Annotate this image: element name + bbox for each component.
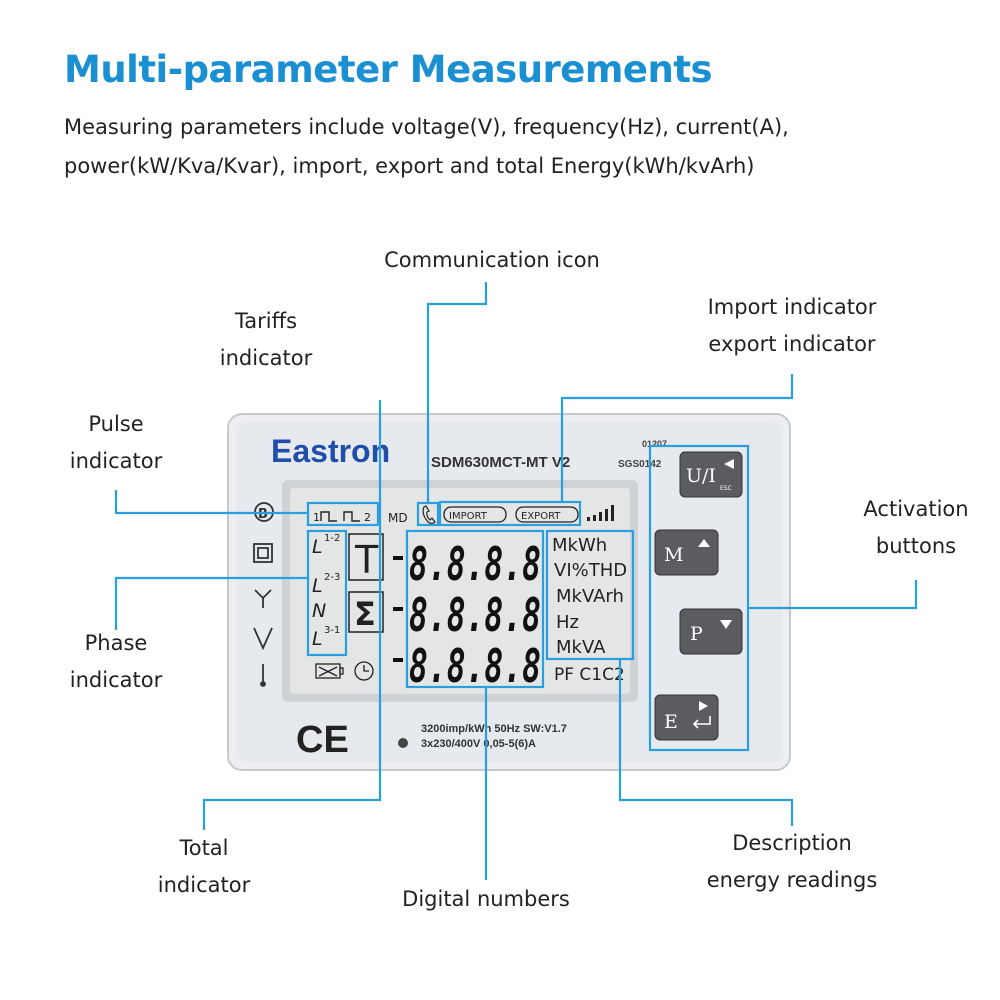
svg-text:B: B [258,507,268,522]
import-export-highlight [438,500,582,527]
pulse-wave-icon [343,511,360,522]
digits-row-2: 8.8.8.8 [409,588,541,642]
unit-labels: MkWh VI%THD MkVArh Hz MkVA PF C1C2 [552,535,627,685]
svg-text:MkWh: MkWh [552,535,607,556]
pulse-line [114,490,308,515]
phase-highlight [306,529,348,657]
svg-text:3-1: 3-1 [324,625,340,636]
p-down-button[interactable]: P [679,608,743,655]
phase-line [114,576,308,630]
callout-communication: Communication icon [384,248,600,272]
svg-text:P: P [690,623,703,645]
svg-text:2-3: 2-3 [324,572,340,583]
code-label: SGS0142 [618,459,662,470]
ce-mark: CE [296,719,349,761]
buttons-line [748,580,918,610]
side-symbols: B [253,502,274,687]
import-label: IMPORT [449,511,488,522]
phone-icon [422,505,436,525]
led-dot-icon [398,738,408,748]
svg-text:L: L [312,536,323,558]
enter-arrow-icon [692,716,711,729]
svg-text:M: M [664,544,683,566]
code-top-label: 01207 [642,439,667,449]
import-tag [443,506,507,523]
svg-text:PF C1C2: PF C1C2 [554,665,625,685]
digits-row-1: 8.8.8.8 [409,537,541,591]
up-arrow-icon [698,539,710,547]
buttons-highlight [648,444,750,752]
callout-lines [114,282,918,880]
pulse-indicator: 1 2 [313,511,371,524]
callout-digital: Digital numbers [402,887,570,911]
down-arrow-icon [720,620,732,629]
export-tag [515,506,579,523]
spec-line-1: 3200imp/kWh 50Hz SW:V1.7 [421,723,567,735]
svg-text:2: 2 [364,511,371,524]
m-up-button[interactable]: M [654,529,719,576]
e-enter-button[interactable]: E [654,694,719,741]
svg-text:ESC: ESC [720,485,732,492]
description-line [618,659,794,826]
md-label: MD [388,511,408,525]
units-highlight [545,529,635,661]
svg-text:L: L [312,628,323,650]
subtitle-line-1: Measuring parameters include voltage(V),… [64,115,789,139]
svg-text:1: 1 [313,511,320,524]
svg-text:1-2: 1-2 [324,533,340,544]
star-connection-icon [254,589,272,608]
svg-text:N: N [312,600,326,622]
signal-bars-icon [587,505,614,521]
total-box [348,591,384,633]
svg-text:MkVArh: MkVArh [556,586,624,607]
svg-text:Hz: Hz [556,612,579,633]
brand-logo: Eastron [271,433,390,469]
tariff-total-line [202,400,382,830]
phase-indicator: L 1-2 L 2-3 N L 3-1 [312,533,340,650]
import-line [560,374,794,502]
tariff-symbol: T [354,538,379,582]
svg-text:U/I: U/I [686,465,716,487]
svg-text:VI%THD: VI%THD [554,560,627,581]
right-arrow-icon [699,701,708,711]
digits-highlight [405,529,545,689]
double-square-icon [253,543,273,563]
left-arrow-icon [724,459,734,469]
subtitle-line-2: power(kW/Kva/Kvar), import, export and t… [64,154,755,178]
clock-icon [354,661,374,681]
pulse-wave-icon [320,511,337,522]
digit-rows: 8.8.8.8 8.8.8.8 8.8.8.8 [393,537,541,693]
export-label: EXPORT [521,511,561,522]
spec-line-2: 3x230/400V 0,05-5(6)A [421,738,536,750]
v-symbol-icon [253,627,273,651]
comm-line [426,282,488,503]
page-title: Multi-parameter Measurements [64,48,713,91]
svg-text:L: L [312,575,323,597]
total-symbol: Σ [354,595,376,633]
lcd-screen [290,488,630,694]
tariff-box [348,533,384,581]
ui-esc-button[interactable]: U/I ESC [679,451,743,498]
digits-row-3: 8.8.8.8 [409,639,541,693]
svg-text:E: E [664,711,678,733]
battery-icon [315,663,344,679]
svg-text:MkVA: MkVA [556,637,606,658]
model-label: SDM630MCT-MT V2 [431,454,570,471]
